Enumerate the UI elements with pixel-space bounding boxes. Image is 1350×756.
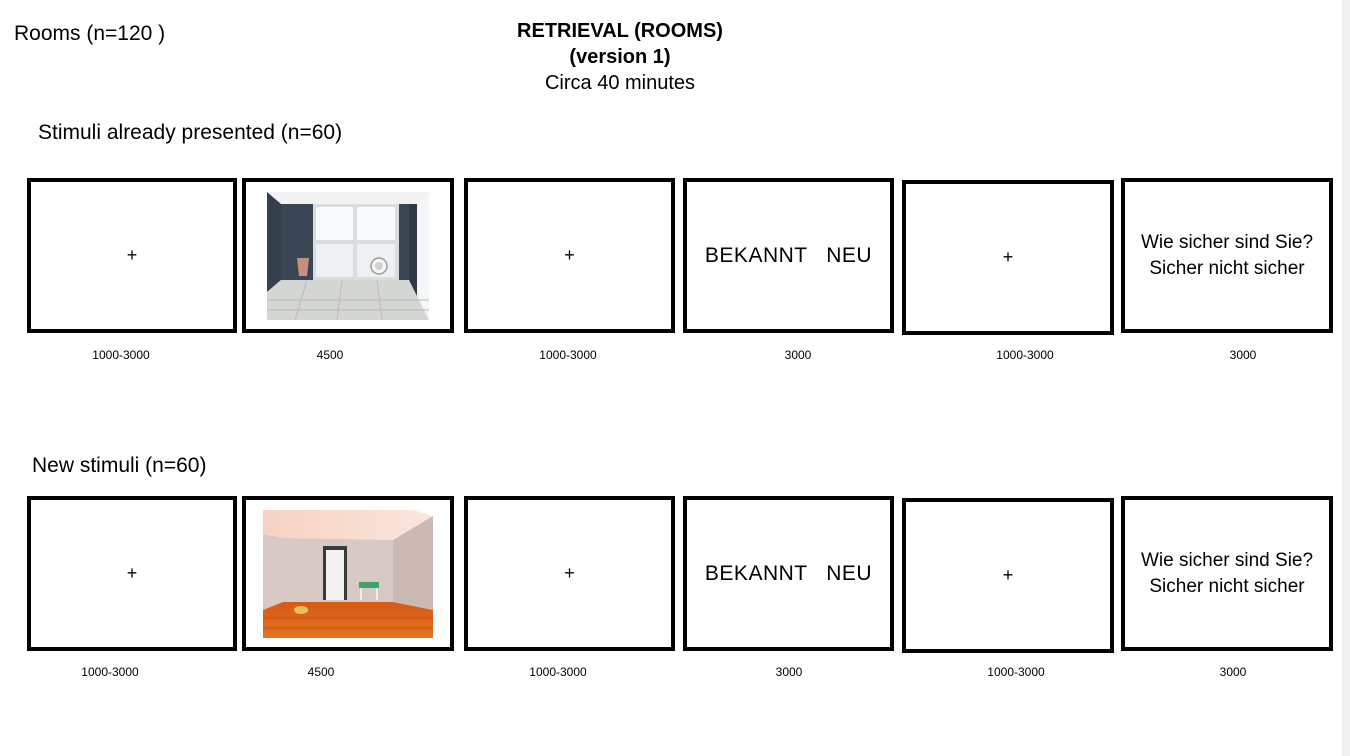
title-line-1: RETRIEVAL (ROOMS) [517,20,723,42]
duration-label: 1000-3000 [539,348,597,362]
confidence-frame: Wie sicher sind Sie? Sicher nicht sicher [1121,496,1333,651]
confidence-question: Wie sicher sind Sie? [1140,231,1314,253]
duration-label: 3000 [1229,348,1257,362]
section-label-old-stimuli: Stimuli already presented (n=60) [38,121,343,144]
fixation-frame: + [27,496,237,651]
fixation-frame: + [902,498,1114,653]
fixation-cross: + [564,563,575,583]
title-block: RETRIEVAL (ROOMS) (version 1) Circa 40 m… [420,18,820,96]
recognition-options: BEKANNT NEU [704,243,873,267]
duration-label: 3000 [775,665,803,679]
fixation-frame: + [464,178,675,333]
duration-label: 4500 [307,665,335,679]
title-line-3: Circa 40 minutes [544,72,696,94]
duration-label: 4500 [316,348,344,362]
section-label-new-stimuli: New stimuli (n=60) [32,454,207,477]
right-edge-strip [1342,0,1350,756]
title-line-2: (version 1) [569,46,671,68]
fixation-cross: + [126,245,138,265]
duration-label: 1000-3000 [92,348,150,362]
fixation-cross: + [564,245,575,265]
stimulus-image-frame [242,496,454,651]
recognition-response-frame: BEKANNT NEU [683,178,894,333]
fixation-frame: + [27,178,237,333]
duration-label: 1000-3000 [996,348,1054,362]
fixation-cross: + [126,563,138,583]
recognition-options: BEKANNT NEU [704,561,873,585]
fixation-cross: + [1002,247,1014,267]
duration-label: 3000 [784,348,812,362]
confidence-options: Sicher nicht sicher [1149,575,1305,597]
fixation-cross: + [1002,565,1014,585]
fixation-frame: + [464,496,675,651]
recognition-response-frame: BEKANNT NEU [683,496,894,651]
room-photo-blue-walls [267,191,429,320]
fixation-frame: + [902,180,1114,335]
stimulus-image-frame [242,178,454,333]
duration-label: 1000-3000 [529,665,587,679]
confidence-question: Wie sicher sind Sie? [1140,549,1314,571]
room-photo-wooden-floor [263,509,433,638]
rooms-count-label: Rooms (n=120 ) [14,22,166,45]
duration-label: 1000-3000 [987,665,1045,679]
confidence-options: Sicher nicht sicher [1149,257,1305,279]
confidence-frame: Wie sicher sind Sie? Sicher nicht sicher [1121,178,1333,333]
duration-label: 3000 [1219,665,1247,679]
duration-label: 1000-3000 [81,665,139,679]
